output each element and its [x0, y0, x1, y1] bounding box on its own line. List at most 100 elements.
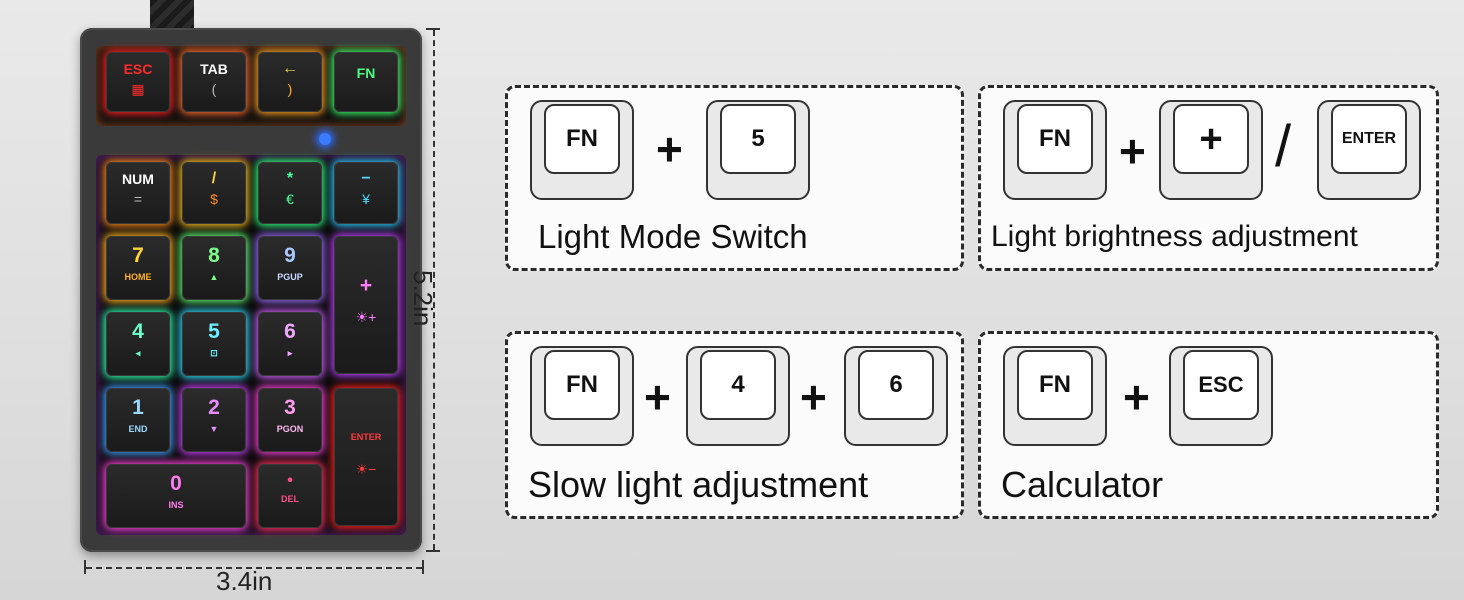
key-3[interactable]: 3 PGON: [258, 388, 322, 452]
calculator-icon: ▦: [131, 81, 145, 97]
width-label: 3.4in: [216, 566, 273, 596]
key-enter[interactable]: ENTER ☀−: [334, 388, 398, 526]
screen-icon: ⊡: [210, 348, 218, 358]
key-0-label: 0: [170, 472, 182, 495]
key-num-sub: =: [133, 191, 143, 207]
keycap-enter-label: ENTER: [1331, 104, 1407, 174]
key-enter-label: ENTER: [350, 432, 382, 442]
key-divide-sub: $: [210, 191, 218, 207]
key-2-label: 2: [208, 396, 220, 419]
plus-separator: +: [1119, 125, 1146, 177]
key-4-label: 4: [132, 320, 144, 343]
key-6[interactable]: 6 ▸: [258, 312, 322, 376]
height-label: 5.2in: [408, 270, 438, 327]
key-1-label: 1: [132, 396, 144, 419]
keycap-fn: FN: [530, 100, 634, 200]
key-multiply[interactable]: * €: [258, 162, 322, 224]
caption-light-brightness: Light brightness adjustment: [991, 220, 1358, 253]
keycap-5: 5: [706, 100, 810, 200]
caption-light-mode-switch: Light Mode Switch: [538, 218, 808, 255]
backspace-arrow-icon: ←: [282, 60, 298, 77]
key-2[interactable]: 2 ▼: [182, 388, 246, 452]
keycap-plus-label: +: [1173, 104, 1249, 174]
key-backspace-sub: ): [287, 81, 293, 97]
keycap-fn-label: FN: [1017, 350, 1093, 420]
panel-calculator: FN + ESC Calculator: [978, 331, 1439, 519]
width-dim-right-tick: [422, 560, 424, 574]
width-dim-left-tick: [84, 560, 86, 574]
key-9-label: 9: [284, 244, 296, 267]
key-minus-sub: ¥: [362, 191, 370, 207]
height-dim-bottom-tick: [426, 550, 440, 552]
key-divide[interactable]: / $: [182, 162, 246, 224]
key-4[interactable]: 4 ◂: [106, 312, 170, 376]
down-arrow-icon: ▼: [209, 424, 219, 434]
width-dim-line: [86, 567, 422, 569]
caption-slow-light: Slow light adjustment: [528, 464, 869, 505]
key-fn[interactable]: FN: [334, 52, 398, 112]
key-del[interactable]: • DEL: [258, 464, 322, 528]
slash-separator: /: [1275, 114, 1292, 179]
key-esc[interactable]: ESC ▦: [106, 52, 170, 112]
key-6-label: 6: [284, 320, 296, 343]
key-5-label: 5: [208, 320, 220, 343]
key-tab-sub: (: [211, 81, 217, 97]
keycap-plus: +: [1159, 100, 1263, 200]
key-3-label: 3: [284, 396, 296, 419]
keycap-fn-label: FN: [544, 350, 620, 420]
key-0-sub: INS: [168, 500, 184, 510]
key-plus-label: +: [359, 274, 373, 297]
key-1-sub: END: [128, 424, 148, 434]
keycap-5-label: 5: [720, 104, 796, 174]
key-num-label: NUM: [122, 171, 154, 187]
key-plus[interactable]: + ☀+: [334, 236, 398, 374]
key-1[interactable]: 1 END: [106, 388, 170, 452]
key-8[interactable]: 8 ▲: [182, 236, 246, 300]
key-7[interactable]: 7 HOME: [106, 236, 170, 300]
keycap-4: 4: [686, 346, 790, 446]
up-arrow-icon: ▲: [209, 272, 219, 282]
key-8-label: 8: [208, 244, 220, 267]
keycap-fn: FN: [1003, 100, 1107, 200]
key-multiply-label: *: [286, 170, 294, 187]
key-minus[interactable]: − ¥: [334, 162, 398, 224]
key-9[interactable]: 9 PGUP: [258, 236, 322, 300]
panel-slow-light: FN + 4 + 6 Slow light adjustment: [505, 331, 964, 519]
right-arrow-icon: ▸: [287, 348, 293, 358]
plus-separator: +: [800, 371, 827, 423]
keycap-6-label: 6: [858, 350, 934, 420]
height-dim-line: [433, 30, 435, 550]
key-7-sub: HOME: [124, 272, 152, 282]
keycap-enter: ENTER: [1317, 100, 1421, 200]
height-dim-top-tick: [426, 28, 440, 30]
key-0[interactable]: 0 INS: [106, 464, 246, 528]
key-9-sub: PGUP: [277, 272, 303, 282]
panel-light-brightness: FN + + / ENTER Light brightness adjustme…: [978, 85, 1439, 271]
key-multiply-sub: €: [286, 191, 294, 207]
key-del-sub: DEL: [281, 494, 299, 504]
key-divide-label: /: [211, 170, 217, 187]
key-minus-label: −: [361, 170, 371, 187]
keycap-fn: FN: [1003, 346, 1107, 446]
key-tab[interactable]: TAB (: [182, 52, 246, 112]
key-num[interactable]: NUM =: [106, 162, 170, 224]
key-del-dot: •: [287, 472, 293, 489]
keycap-fn: FN: [530, 346, 634, 446]
keycap-fn-label: FN: [544, 104, 620, 174]
keycap-esc-label: ESC: [1183, 350, 1259, 420]
keycap-esc: ESC: [1169, 346, 1273, 446]
key-backspace[interactable]: ← ): [258, 52, 322, 112]
key-7-label: 7: [132, 244, 144, 267]
caption-calculator: Calculator: [1001, 464, 1164, 505]
plus-separator: +: [644, 371, 671, 423]
key-5[interactable]: 5 ⊡: [182, 312, 246, 376]
key-esc-label: ESC: [123, 61, 153, 77]
plus-separator: +: [656, 123, 683, 175]
brightness-up-icon: ☀+: [355, 309, 377, 325]
keycap-4-label: 4: [700, 350, 776, 420]
panel-light-mode-switch: FN + 5 Light Mode Switch: [505, 85, 964, 271]
key-tab-label: TAB: [200, 61, 228, 77]
status-led: [319, 133, 331, 145]
keycap-6: 6: [844, 346, 948, 446]
brightness-down-icon: ☀−: [355, 461, 377, 477]
